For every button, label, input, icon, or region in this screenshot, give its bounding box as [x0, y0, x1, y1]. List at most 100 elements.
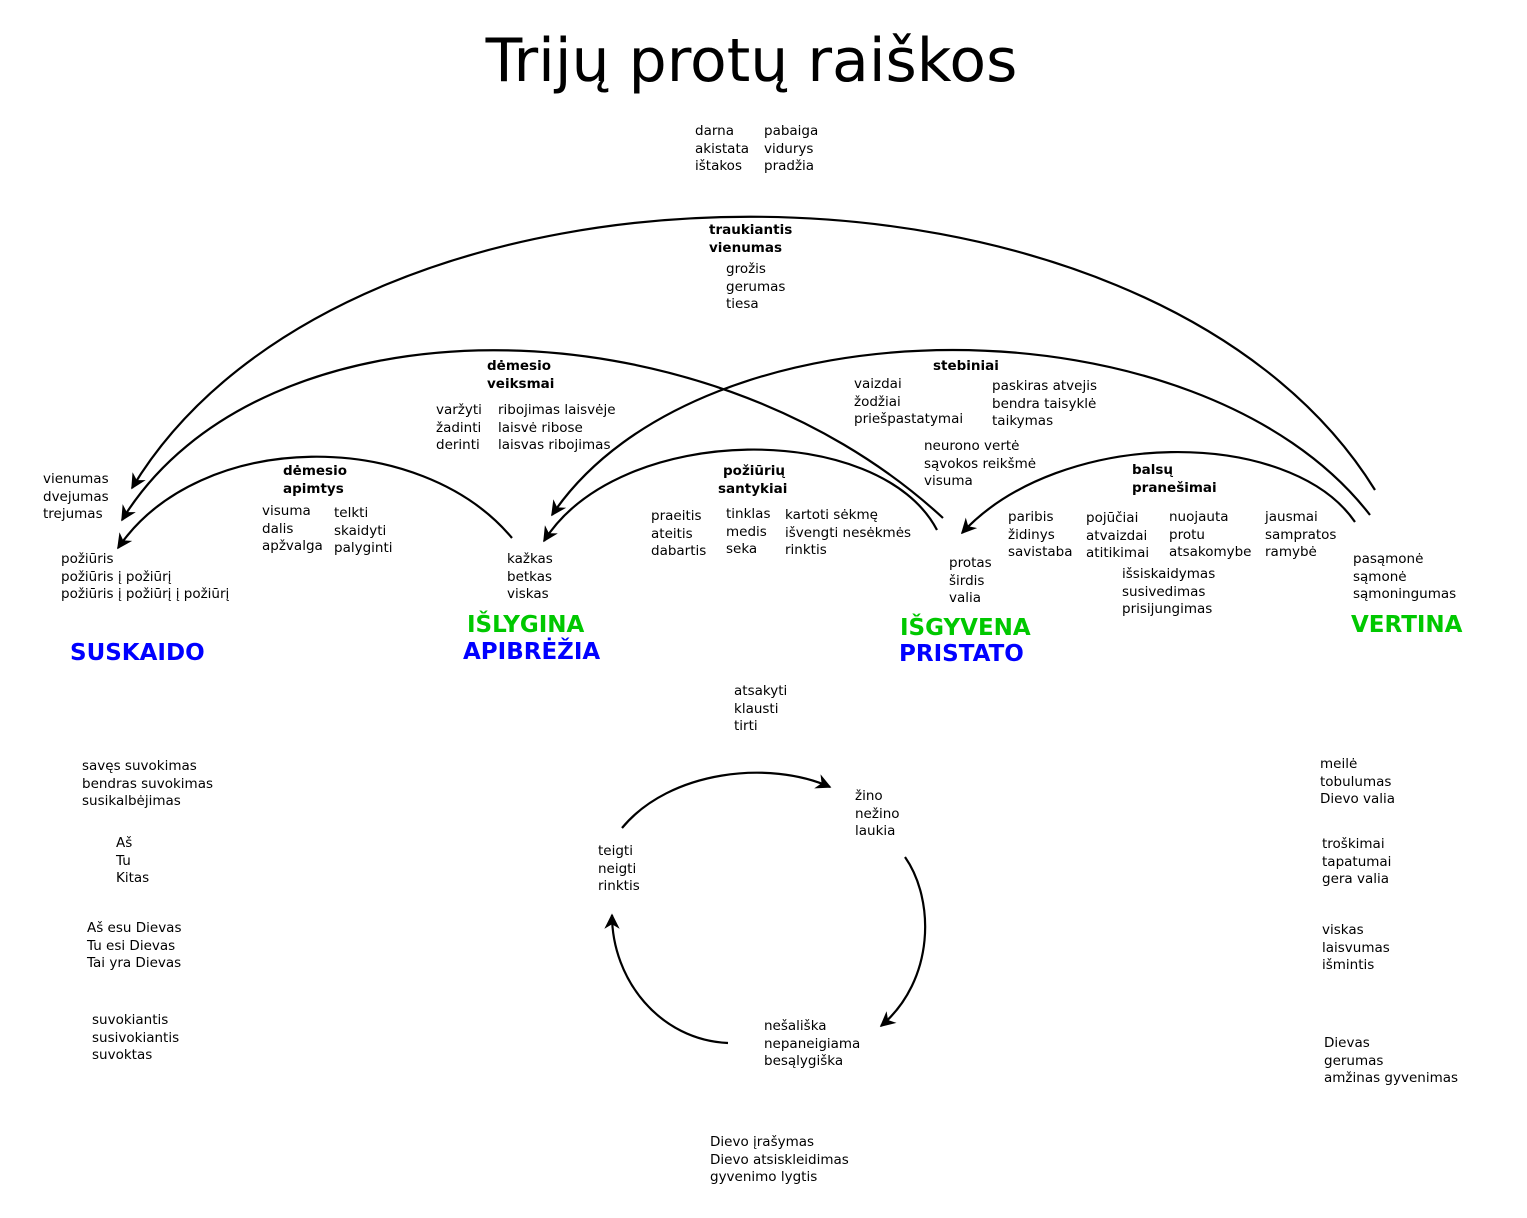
text-line: sąmoningumas: [1353, 586, 1457, 603]
text-line: suvokiantis: [92, 1012, 169, 1028]
text-line: atsakyti: [734, 683, 788, 699]
text-line: santykiai: [718, 480, 788, 497]
text-line: rinktis: [785, 542, 827, 559]
text-line: vienumas: [43, 471, 109, 487]
text-line: suvoktas: [92, 1047, 153, 1064]
text-line: protas: [949, 555, 992, 571]
text-line: visuma: [262, 503, 311, 519]
text-line: visuma: [924, 473, 973, 490]
text-line: Aš esu Dievas: [87, 920, 182, 936]
text-line: bendra taisyklė: [992, 395, 1097, 412]
label-isgyvena: IŠGYVENA: [900, 615, 1031, 641]
text-line: židinys: [1008, 526, 1055, 543]
text-line: ramybė: [1265, 544, 1317, 561]
text-line: dėmesio: [487, 358, 551, 374]
text-line: sąvokos reikšmė: [924, 455, 1037, 472]
text-line: derinti: [436, 437, 480, 454]
text-line: paskiras atvejis: [992, 378, 1097, 394]
text-line: sampratos: [1265, 526, 1337, 543]
label-vertina: VERTINA: [1351, 612, 1463, 638]
text-line: meilė: [1320, 756, 1358, 772]
text-line: dalis: [262, 520, 294, 537]
text-line: susivedimas: [1122, 583, 1206, 600]
text-line: pradžia: [764, 158, 815, 175]
text-line: vienumas: [709, 239, 783, 256]
text-line: ateitis: [651, 525, 693, 542]
text-line: akistata: [695, 140, 750, 157]
page-title: Trijų protų raiškos: [485, 26, 1018, 96]
text-line: gerumas: [726, 278, 786, 295]
text-line: žadinti: [436, 419, 482, 436]
label-apibrezia: APIBRĖŽIA: [463, 639, 601, 665]
text-line: savęs suvokimas: [82, 758, 197, 774]
text-line: apžvalga: [262, 538, 323, 555]
text-line: klausti: [734, 700, 779, 717]
text-line: pranešimai: [1132, 479, 1217, 496]
text-line: laisvas ribojimas: [498, 437, 611, 454]
text-line: prisijungimas: [1122, 601, 1213, 618]
text-line: trejumas: [43, 506, 103, 523]
text-line: dvejumas: [43, 488, 109, 505]
text-line: žino: [855, 788, 883, 804]
cycle-arrow-right: [879, 856, 927, 1027]
text-line: gerumas: [1324, 1052, 1384, 1069]
text-line: amžinas gyvenimas: [1324, 1070, 1459, 1087]
text-line: troškimai: [1322, 836, 1385, 852]
text-line: Aš: [116, 835, 133, 851]
text-line: nuojauta: [1169, 509, 1229, 525]
text-line: tirti: [734, 718, 758, 735]
text-line: nešališka: [764, 1018, 827, 1034]
text-line: tinklas: [726, 506, 771, 522]
text-line: nepaneigiama: [764, 1035, 861, 1052]
text-line: valia: [949, 590, 982, 607]
text-line: išvengti nesėkmės: [785, 524, 912, 541]
text-line: teigti: [598, 843, 633, 859]
text-line: neigti: [598, 860, 637, 877]
text-line: grožis: [726, 261, 766, 277]
text-line: dabartis: [651, 543, 707, 560]
text-line: žodžiai: [854, 393, 901, 410]
text-line: viskas: [1322, 922, 1364, 938]
text-line: paribis: [1008, 509, 1054, 525]
text-line: kažkas: [507, 551, 553, 567]
text-line: Dievo įrašymas: [710, 1134, 815, 1150]
text-line: Dievas: [1324, 1035, 1370, 1051]
text-line: širdis: [949, 572, 985, 589]
text-line: Tu esi Dievas: [87, 937, 176, 954]
stebiniai-heading: stebiniai: [933, 358, 999, 374]
text-line: susivokiantis: [92, 1029, 180, 1046]
text-line: jausmai: [1265, 509, 1318, 525]
text-line: neurono vertė: [924, 438, 1020, 454]
text-line: laukia: [855, 823, 896, 840]
label-suskaido: SUSKAIDO: [70, 640, 205, 666]
text-line: Dievo atsiskleidimas: [710, 1151, 849, 1168]
text-line: skaidyti: [334, 522, 387, 539]
text-line: palyginti: [334, 540, 393, 557]
text-line: nežino: [855, 805, 900, 822]
text-line: išmintis: [1322, 957, 1375, 974]
text-line: protu: [1169, 526, 1205, 543]
